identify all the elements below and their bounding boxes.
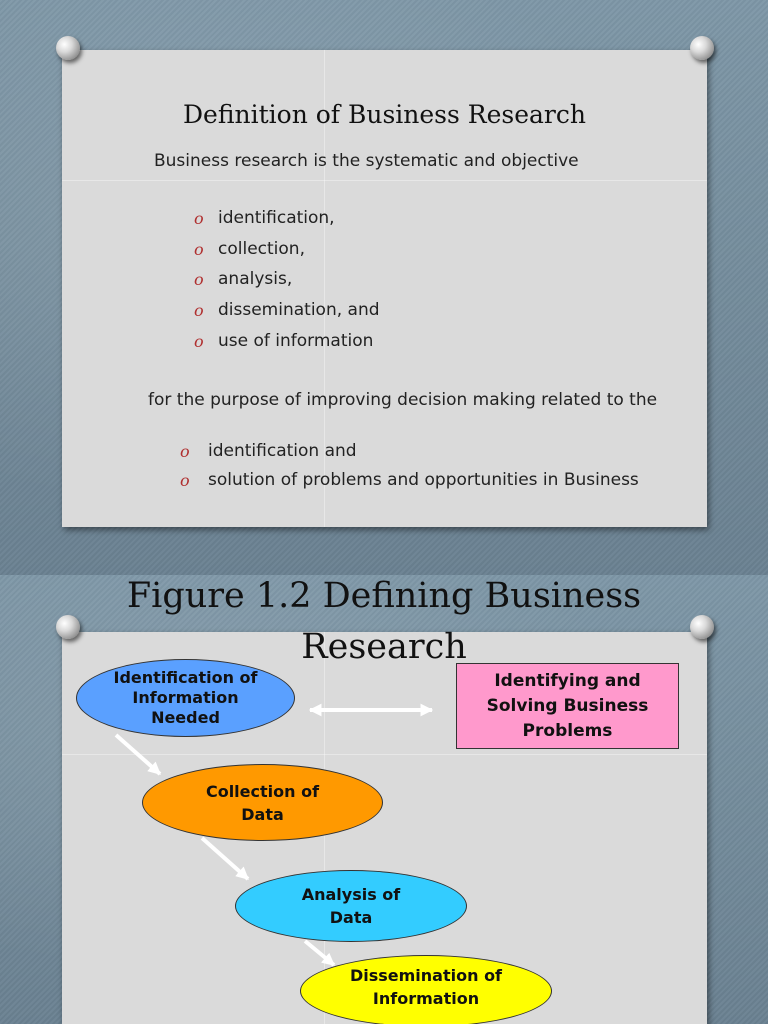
slide-1-card <box>62 50 707 527</box>
bullet-icon: o <box>194 301 204 321</box>
slide-2-title-line2: Research <box>301 627 467 667</box>
bullet-icon: o <box>180 442 190 461</box>
node-identifying-solving-problems: Identifying and Solving Business Problem… <box>456 663 679 749</box>
list-item: o use of information <box>194 330 380 361</box>
pushpin-icon <box>56 615 80 645</box>
bullet-icon: o <box>194 270 204 290</box>
list-item-text: collection, <box>218 238 305 259</box>
node-label: Collection of Data <box>205 781 320 824</box>
node-label: Identifying and Solving Business Problem… <box>486 670 649 741</box>
pushpin-icon <box>690 36 714 66</box>
intro-text: Business research is the systematic and … <box>154 151 579 171</box>
arrow-icon <box>303 939 336 967</box>
list-item-text: solution of problems and opportunities i… <box>208 470 639 490</box>
list-item-text: dissemination, and <box>218 300 380 321</box>
node-label: Identification of Information Needed <box>113 668 258 727</box>
purpose-text: for the purpose of improving decision ma… <box>148 390 658 410</box>
pushpin-icon <box>690 615 714 645</box>
arrow-icon <box>114 733 162 776</box>
bullet-icon: o <box>194 331 204 351</box>
bullet-icon: o <box>194 239 204 259</box>
flow-arrows <box>114 703 434 967</box>
bullet-list: o identification, o collection, o analysis,… <box>194 207 380 360</box>
bullet-icon: o <box>194 209 204 228</box>
list-item-text: use of information <box>218 330 374 351</box>
list-item: o analysis, <box>194 268 380 299</box>
node-identification-of-information: Identification of Information Needed <box>76 659 295 737</box>
list-item-text: identification, <box>218 208 335 228</box>
list-item: o identification, <box>194 207 380 238</box>
arrow-icon <box>200 836 250 881</box>
node-collection-of-data: Collection of Data <box>142 764 383 841</box>
slide-2: Figure 1.2 Defining Business Research Id… <box>0 575 768 1024</box>
list-item: o collection, <box>194 238 380 269</box>
list-item: o dissemination, and <box>194 299 380 330</box>
node-label: Dissemination of Information <box>349 966 503 1008</box>
list-item-text: analysis, <box>218 269 293 290</box>
slide-1: Definition of Business Research Business… <box>0 0 768 575</box>
slide-2-title-line1: Figure 1.2 Defining Business <box>126 576 642 616</box>
node-label: Analysis of Data <box>301 885 401 927</box>
node-analysis-of-data: Analysis of Data <box>235 870 467 942</box>
bullet-list-2: o identification and o solution of problem… <box>180 440 639 498</box>
node-dissemination-of-information: Dissemination of Information <box>300 955 552 1024</box>
slide-1-title: Definition of Business Research <box>182 100 586 129</box>
bullet-icon: o <box>180 471 190 490</box>
list-item-text: identification and <box>208 441 357 461</box>
list-item: o solution of problems and opportunities … <box>180 469 639 498</box>
slide-2-title: Figure 1.2 Defining Business Research <box>0 575 768 673</box>
pushpin-icon <box>56 36 80 66</box>
list-item: o identification and <box>180 440 639 469</box>
